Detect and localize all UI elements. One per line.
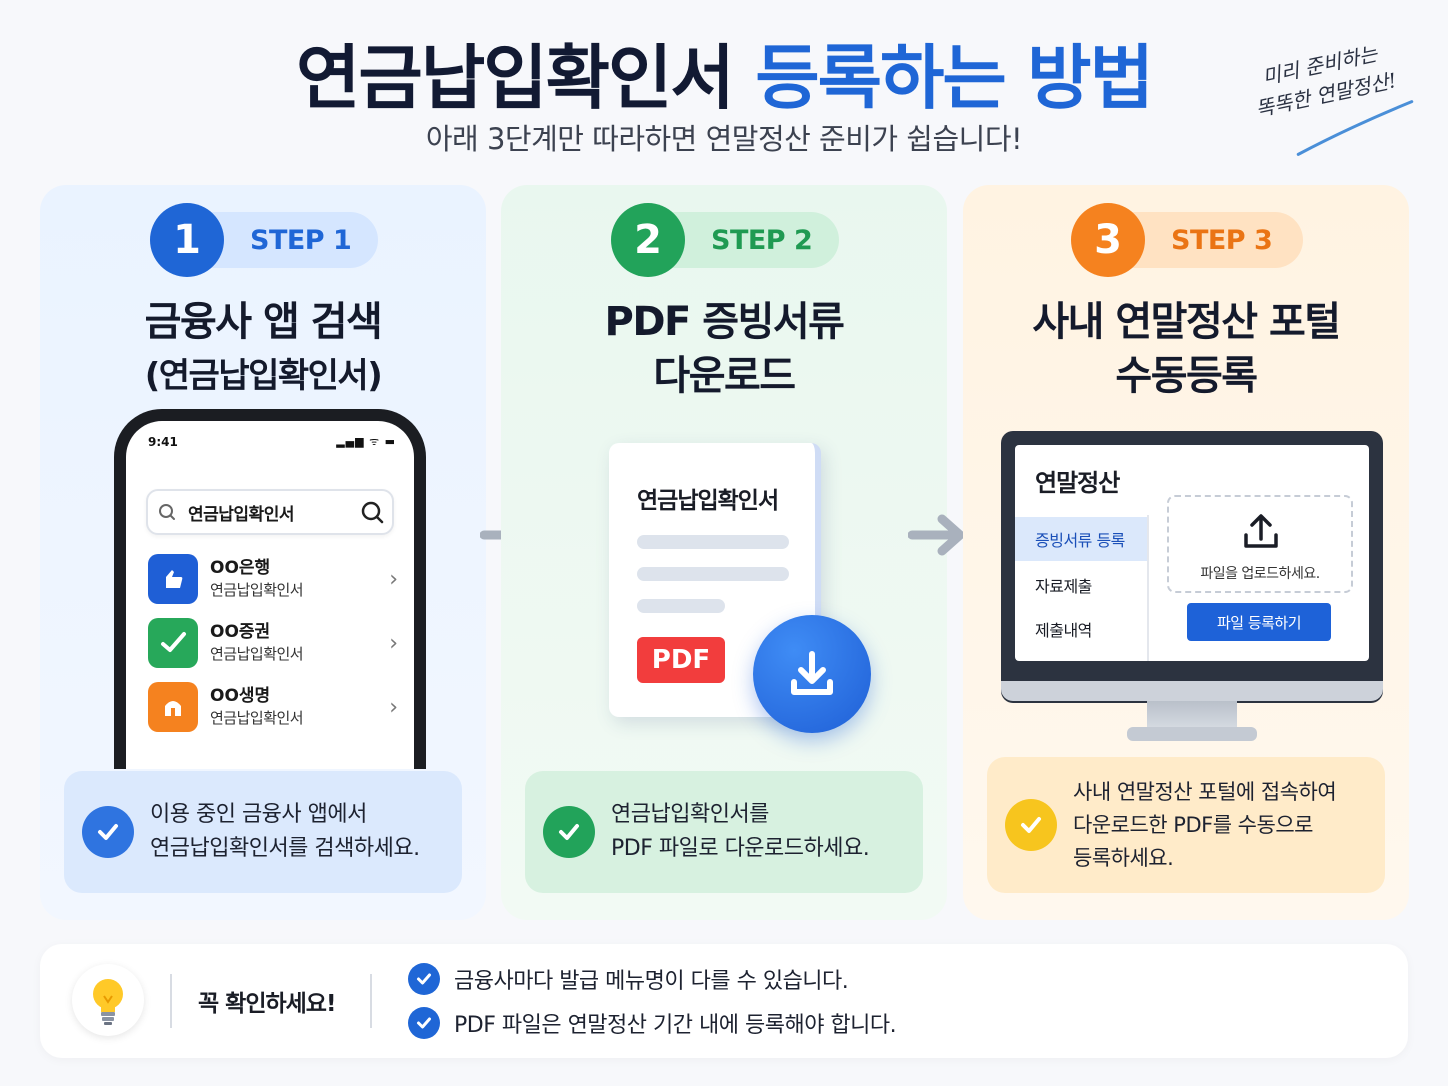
upload-dropzone[interactable]: 파일을 업로드하세요.	[1167, 495, 1353, 593]
check-icon	[543, 806, 595, 858]
arrow-right-icon	[908, 514, 965, 556]
step3-description: 사내 연말정산 포털에 접속하여 다운로드한 PDF를 수동으로 등록하세요.	[987, 757, 1385, 893]
check-icon	[408, 963, 440, 995]
app-name: OO생명	[210, 686, 271, 706]
check-icon	[408, 1007, 440, 1039]
app-name: OO증권	[210, 622, 271, 642]
search-submit-icon[interactable]	[356, 499, 392, 525]
chevron-right-icon: ›	[389, 694, 398, 720]
step1-label: STEP 1	[250, 224, 352, 256]
menu-divider	[1147, 515, 1149, 661]
step1-description: 이용 중인 금융사 앱에서 연금납입확인서를 검색하세요.	[64, 771, 462, 893]
monitor-mockup: 연말정산 증빙서류 등록 자료제출 제출내역 파일을 업로드하세요. 파일 등록…	[1001, 431, 1383, 703]
phone-mockup: 9:41 ▂▄▆ ᯤ ▬ 연금납입확인서 OO은행 연금납입확인서 ›	[114, 409, 426, 769]
divider	[170, 974, 172, 1028]
chevron-right-icon: ›	[389, 566, 398, 592]
menu-item-evidence-register[interactable]: 증빙서류 등록	[1015, 517, 1147, 561]
phone-status-icons: ▂▄▆ ᯤ ▬	[336, 435, 396, 448]
step1-number: 1	[150, 203, 224, 277]
title-part2: 등록하는 방법	[755, 37, 1154, 119]
notice-item: 금융사마다 발급 메뉴명이 다를 수 있습니다.	[408, 962, 849, 996]
app-subtitle: 연금납입확인서	[210, 709, 304, 727]
search-icon	[159, 504, 175, 520]
step3-label: STEP 3	[1171, 224, 1273, 256]
menu-item-submit-history[interactable]: 제출내역	[1035, 621, 1092, 640]
bank-icon	[148, 554, 198, 604]
app-row-insurance[interactable]: OO생명 연금납입확인서 ›	[148, 679, 398, 735]
app-row-bank[interactable]: OO은행 연금납입확인서 ›	[148, 551, 398, 607]
upload-icon	[1244, 514, 1278, 548]
insurance-icon	[148, 682, 198, 732]
document-line	[637, 535, 789, 549]
portal-screen: 연말정산 증빙서류 등록 자료제출 제출내역 파일을 업로드하세요. 파일 등록…	[1015, 445, 1369, 661]
menu-item-data-submit[interactable]: 자료제출	[1035, 577, 1092, 596]
step3-card: 3 STEP 3 사내 연말정산 포털 수동등록 연말정산 증빙서류 등록 자료…	[963, 185, 1409, 920]
step1-card: 1 STEP 1 금융사 앱 검색 (연금납입확인서) 9:41 ▂▄▆ ᯤ ▬…	[40, 185, 486, 920]
download-icon[interactable]	[753, 615, 871, 733]
document-line	[637, 599, 725, 613]
step2-number: 2	[611, 203, 685, 277]
notice-box: 꼭 확인하세요! 금융사마다 발급 메뉴명이 다를 수 있습니다. PDF 파일…	[40, 944, 1408, 1058]
notice-title: 꼭 확인하세요!	[198, 991, 336, 1017]
pdf-document: 연금납입확인서 PDF	[609, 443, 821, 717]
monitor-stand	[1147, 701, 1237, 729]
step3-number: 3	[1071, 203, 1145, 277]
step2-card: 2 STEP 2 PDF 증빙서류 다운로드 연금납입확인서 PDF 연금납입확…	[501, 185, 947, 920]
handwritten-underline	[1296, 100, 1414, 156]
divider	[370, 974, 372, 1028]
app-subtitle: 연금납입확인서	[210, 581, 304, 599]
lightbulb-icon	[72, 964, 144, 1036]
step3-pill: 3 STEP 3	[1071, 203, 1303, 277]
page-subtitle: 아래 3단계만 따라하면 연말정산 준비가 쉽습니다!	[425, 122, 1023, 156]
monitor-base	[1127, 727, 1257, 741]
step2-description: 연금납입확인서를 PDF 파일로 다운로드하세요.	[525, 771, 923, 893]
app-row-securities[interactable]: OO증권 연금납입확인서 ›	[148, 615, 398, 671]
app-name: OO은행	[210, 558, 271, 578]
step2-title: PDF 증빙서류 다운로드	[604, 299, 845, 399]
document-line	[637, 567, 789, 581]
securities-icon	[148, 618, 198, 668]
step2-label: STEP 2	[711, 224, 813, 256]
step1-title: 금융사 앱 검색 (연금납입확인서)	[144, 299, 383, 396]
step3-title: 사내 연말정산 포털 수동등록	[1032, 299, 1341, 399]
check-icon	[82, 806, 134, 858]
app-search-input[interactable]: 연금납입확인서	[146, 489, 394, 535]
register-file-button[interactable]: 파일 등록하기	[1187, 603, 1331, 641]
step1-pill: 1 STEP 1	[150, 203, 378, 277]
portal-title: 연말정산	[1035, 469, 1120, 497]
search-value: 연금납입확인서	[188, 504, 294, 525]
monitor-chin	[1001, 681, 1383, 701]
phone-time: 9:41	[148, 435, 178, 449]
notice-item: PDF 파일은 연말정산 기간 내에 등록해야 합니다.	[408, 1006, 897, 1040]
step2-pill: 2 STEP 2	[611, 203, 839, 277]
page-title: 연금납입확인서 등록하는 방법	[0, 22, 1448, 123]
title-part1: 연금납입확인서	[296, 37, 735, 119]
pdf-badge: PDF	[637, 637, 725, 683]
chevron-right-icon: ›	[389, 630, 398, 656]
document-title: 연금납입확인서	[637, 488, 779, 514]
upload-label: 파일을 업로드하세요.	[1200, 566, 1320, 582]
check-icon	[1005, 799, 1057, 851]
app-subtitle: 연금납입확인서	[210, 645, 304, 663]
